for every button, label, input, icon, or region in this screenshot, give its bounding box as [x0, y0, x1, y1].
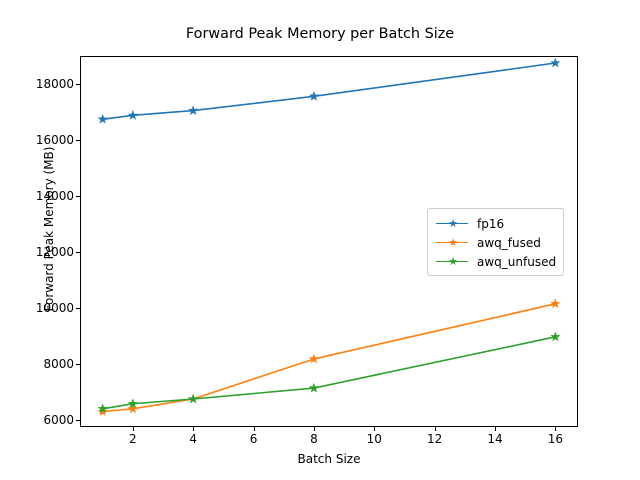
legend-label: awq_unfused: [477, 254, 557, 269]
series-awq_fused: [97, 298, 561, 416]
x-tick-mark: [495, 427, 496, 431]
x-tick-label: 14: [487, 432, 503, 446]
y-tick-mark: [76, 252, 80, 253]
x-tick-label: 2: [128, 432, 137, 446]
y-axis-label: Forward Peak Memory (MB): [42, 146, 56, 312]
x-tick-mark: [555, 427, 557, 431]
data-point-marker: [188, 393, 199, 404]
x-tick-mark: [374, 427, 376, 431]
y-tick-mark: [76, 308, 80, 309]
y-tick-mark: [76, 420, 80, 421]
data-point-marker: [127, 398, 138, 409]
legend-swatch: ★: [434, 255, 470, 269]
series-fp16: [97, 57, 561, 124]
legend-item-awq_unfused[interactable]: ★ awq_unfused: [434, 252, 557, 271]
series-line: [101, 62, 557, 121]
x-tick-mark: [132, 427, 134, 431]
data-point-marker: [308, 382, 320, 393]
y-axis-tick-labels: 6000 8000 10000 12000 14000 16000 18000: [0, 0, 74, 480]
y-tick-mark: [76, 196, 80, 197]
x-tick-mark: [253, 427, 255, 431]
legend-swatch: ★: [434, 236, 470, 250]
legend-line: [436, 222, 468, 225]
x-tick-label: 8: [310, 432, 318, 446]
y-tick-label: 8000: [43, 357, 74, 371]
x-tick-label: 6: [249, 432, 258, 446]
legend-swatch: ★: [434, 217, 470, 231]
star-icon: ★: [448, 254, 458, 268]
legend-item-fp16[interactable]: ★ fp16: [434, 214, 557, 233]
x-tick-mark: [434, 427, 436, 431]
data-point-marker: [550, 57, 561, 68]
x-axis-label: Batch Size: [297, 452, 361, 466]
legend-line: [436, 241, 468, 244]
x-tick-mark: [193, 427, 195, 431]
star-icon: ★: [448, 216, 458, 230]
y-tick-label: 16000: [35, 133, 74, 147]
legend-item-awq_fused[interactable]: ★ awq_fused: [434, 233, 557, 252]
y-tick-mark: [76, 84, 80, 85]
star-icon: ★: [448, 235, 458, 249]
y-tick-label: 18000: [35, 77, 74, 91]
data-point-marker: [127, 109, 138, 120]
y-tick-label: 10000: [35, 301, 74, 315]
data-point-marker: [308, 90, 320, 101]
x-tick-mark: [313, 427, 315, 431]
y-tick-label: 6000: [43, 413, 74, 427]
y-tick-label: 12000: [35, 245, 74, 259]
data-point-marker: [550, 331, 561, 342]
data-point-marker: [97, 406, 108, 416]
legend-label: fp16: [477, 216, 505, 231]
data-point-marker: [188, 105, 199, 115]
x-tick-label: 10: [366, 432, 382, 446]
chart-legend: ★ fp16 ★ awq_fused ★ awq_unfused: [427, 208, 564, 276]
data-point-marker: [97, 113, 108, 124]
x-tick-label: 4: [189, 432, 197, 446]
data-point-marker: [127, 403, 138, 414]
y-tick-mark: [76, 140, 80, 141]
series-awq_unfused: [97, 331, 561, 414]
series-line: [101, 336, 557, 410]
series-line: [101, 303, 557, 413]
plot-area: [97, 57, 561, 416]
data-point-marker: [550, 298, 561, 309]
data-point-marker: [97, 403, 108, 414]
x-tick-label: 12: [426, 432, 443, 446]
legend-line: [436, 260, 468, 263]
y-tick-label: 14000: [35, 189, 74, 203]
legend-label: awq_fused: [477, 235, 541, 250]
chart-title: Forward Peak Memory per Batch Size: [185, 26, 455, 42]
plot-axes-frame: [80, 56, 578, 427]
data-point-marker: [308, 353, 320, 364]
x-tick-label: 16: [547, 432, 563, 446]
y-tick-mark: [76, 364, 80, 365]
